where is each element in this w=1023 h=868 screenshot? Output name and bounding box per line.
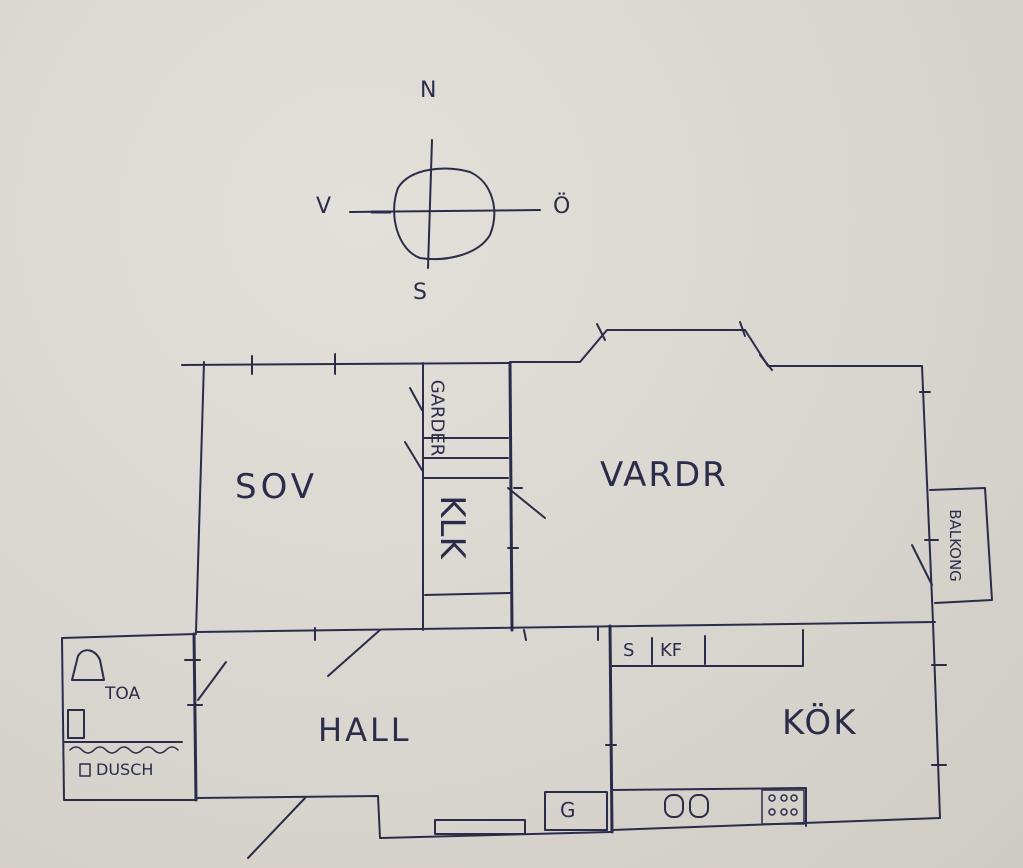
compass-south-label: S bbox=[413, 280, 427, 305]
window-marks bbox=[184, 321, 947, 766]
room-label-sov: SOV bbox=[235, 467, 319, 507]
room-label-vardr: VARDR bbox=[600, 455, 728, 495]
bathroom-fixtures bbox=[63, 649, 183, 777]
shower-curtain bbox=[69, 746, 179, 754]
room-label-klk: KLK bbox=[431, 495, 472, 559]
sink-icon bbox=[67, 709, 85, 739]
room-label-hall: HALL bbox=[318, 711, 412, 749]
room-label-garder: GARDER bbox=[426, 379, 448, 457]
fixture-label-wardrobe: G bbox=[560, 798, 576, 822]
hall-fixtures bbox=[434, 791, 608, 835]
compass-ns-axis bbox=[427, 139, 433, 269]
walls bbox=[61, 329, 993, 839]
compass-rose bbox=[349, 139, 541, 269]
compass-east-label: Ö bbox=[553, 194, 571, 219]
kitchen-fixtures bbox=[611, 629, 807, 827]
compass-circle bbox=[393, 167, 496, 261]
room-label-balkong: BALKONG bbox=[945, 509, 964, 582]
shower-drain-icon bbox=[79, 763, 91, 777]
toilet-icon bbox=[71, 649, 105, 681]
fixture-label-fridge: KF bbox=[660, 640, 683, 661]
doors bbox=[197, 387, 933, 859]
compass-west-label: V bbox=[316, 194, 332, 219]
room-label-toa: TOA bbox=[105, 684, 141, 704]
room-label-dusch: DUSCH bbox=[96, 760, 154, 779]
compass-north-label: N bbox=[420, 78, 437, 103]
fixture-label-sink: S bbox=[623, 640, 635, 661]
room-label-kok: KÖK bbox=[782, 703, 858, 743]
